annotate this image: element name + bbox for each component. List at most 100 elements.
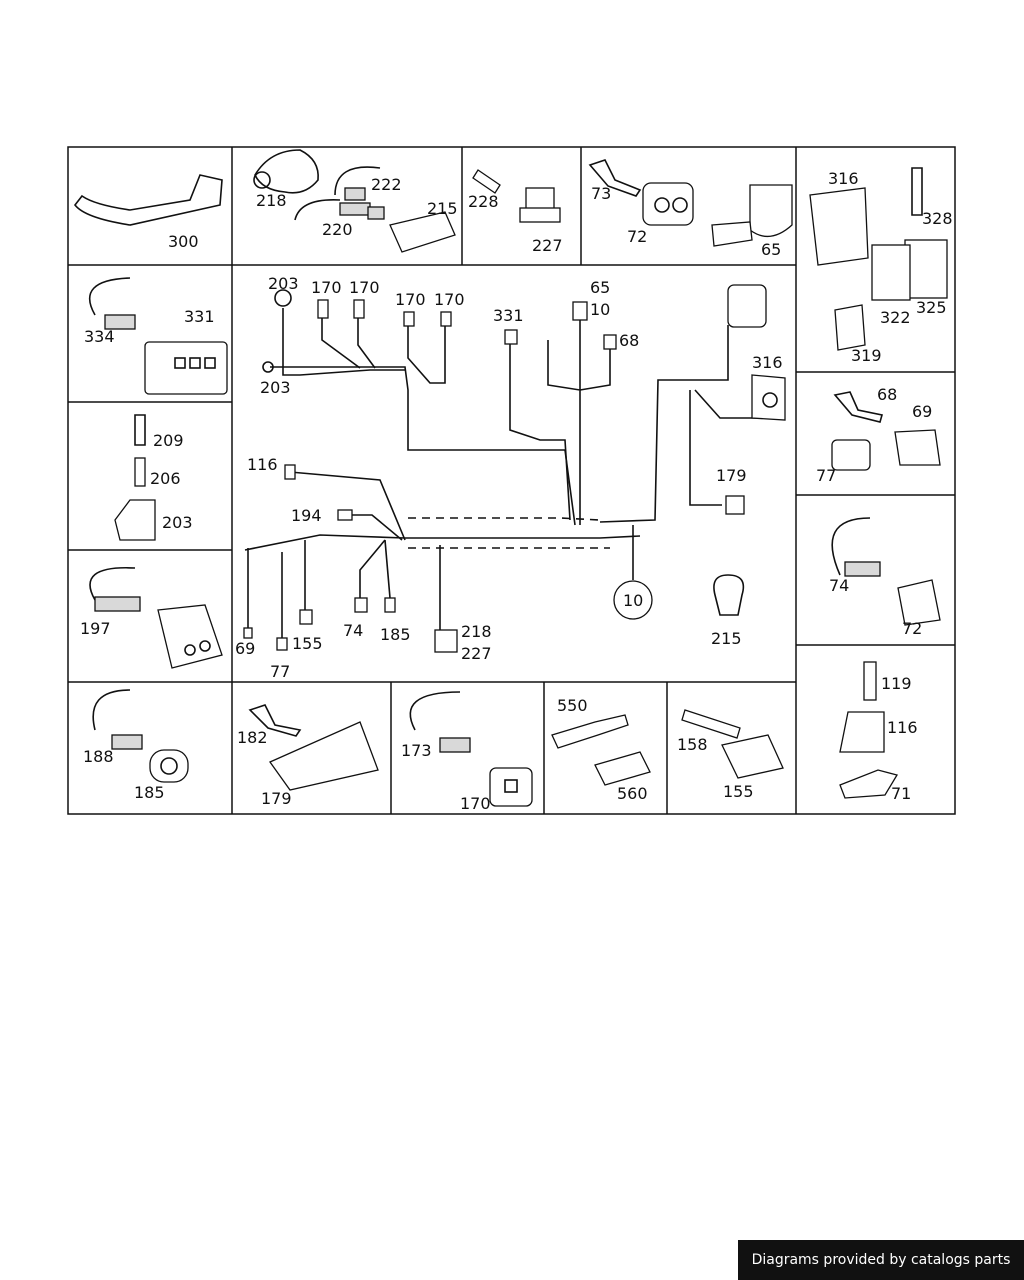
part-label: 227 (532, 236, 563, 255)
bracket-300-icon (73, 174, 223, 226)
pin-328-icon (911, 167, 923, 216)
part-label: 319 (851, 346, 882, 365)
part-label: 560 (617, 784, 648, 803)
part-label: 77 (816, 466, 836, 485)
part-label: 179 (716, 466, 747, 485)
footer-credit: Diagrams provided by catalogs parts (738, 1240, 1024, 1280)
part-label: 170 (434, 290, 465, 309)
part-label: 215 (711, 629, 742, 648)
part-label: 170 (349, 278, 380, 297)
part-label: 228 (468, 192, 499, 211)
terminal-71-icon (833, 391, 884, 423)
part-label: 316 (828, 169, 859, 188)
part-label: 170 (460, 794, 491, 813)
part-label: 185 (380, 625, 411, 644)
sensor-116-icon (839, 711, 885, 753)
part-label: 71 (891, 784, 911, 803)
connector-331-icon (144, 341, 228, 395)
part-label: 155 (723, 782, 754, 801)
part-label: 72 (902, 619, 922, 638)
part-label: 68 (877, 385, 897, 404)
connector-179-icon (269, 721, 379, 791)
pin-550-icon (551, 714, 629, 749)
connector-72-icon (642, 182, 694, 226)
part-label: 222 (371, 175, 402, 194)
part-label: 218 (256, 191, 287, 210)
connector-68-icon (894, 429, 941, 466)
part-label: 227 (461, 644, 492, 663)
part-label: 65 (761, 240, 781, 259)
part-label: 173 (401, 741, 432, 760)
part-label: 116 (247, 455, 278, 474)
part-label: 220 (322, 220, 353, 239)
part-label: 155 (292, 634, 323, 653)
connector-74-icon (897, 579, 941, 626)
pin-206-icon (134, 457, 146, 487)
connector-194-icon (157, 604, 223, 669)
part-label: 206 (150, 469, 181, 488)
part-label: 203 (268, 274, 299, 293)
plate-319-icon (834, 304, 866, 351)
part-label: 185 (134, 783, 165, 802)
part-label: 74 (343, 621, 363, 640)
connector-185-icon (149, 749, 189, 783)
part-label: 116 (887, 718, 918, 737)
block-322-icon (871, 244, 911, 301)
bracket-316-icon (809, 187, 869, 266)
part-label: 182 (237, 728, 268, 747)
part-label: 170 (311, 278, 342, 297)
terminal-73-icon (588, 159, 642, 197)
part-label: 328 (922, 209, 953, 228)
pin-228-icon (472, 169, 501, 194)
wire-334-icon (89, 277, 131, 316)
part-label: 203 (260, 378, 291, 397)
part-label: 203 (162, 513, 193, 532)
part-label: 215 (427, 199, 458, 218)
connector-170-icon (489, 767, 533, 807)
callout-circle (613, 580, 653, 620)
pin-119-icon (863, 661, 877, 701)
part-label: 77 (270, 662, 290, 681)
wire-197-icon (89, 566, 136, 601)
part-label: 331 (184, 307, 215, 326)
part-label: 158 (677, 735, 708, 754)
wire-173-icon (409, 691, 461, 731)
part-label: 65 (590, 278, 610, 297)
pin-158-icon (681, 709, 741, 739)
connector-155-icon (721, 734, 784, 779)
bracket-122-icon (839, 769, 899, 799)
terminal-182-icon (248, 704, 302, 737)
part-label: 550 (557, 696, 588, 715)
part-label: 72 (627, 227, 647, 246)
harness-lines (243, 284, 786, 653)
elbow-203-icon (114, 499, 156, 541)
part-label: 74 (829, 576, 849, 595)
sensor-65-icon (749, 184, 793, 237)
part-label: 119 (881, 674, 912, 693)
connector-215-icon (389, 211, 456, 253)
socket-560-icon (594, 751, 651, 786)
part-label: 325 (916, 298, 947, 317)
wire-77-icon (831, 517, 871, 576)
part-label: 300 (168, 232, 199, 251)
part-sketches (73, 149, 948, 807)
part-label: 68 (619, 331, 639, 350)
clip-640-icon (713, 574, 745, 616)
part-label: 69 (235, 639, 255, 658)
part-label: 188 (83, 747, 114, 766)
part-label: 73 (591, 184, 611, 203)
part-label: 194 (291, 506, 322, 525)
wire-220-icon (294, 199, 341, 221)
cell-grid (67, 146, 956, 815)
part-label: 218 (461, 622, 492, 641)
sleeve-218-icon (254, 149, 319, 194)
part-label: 197 (80, 619, 111, 638)
wire-188-icon (92, 689, 131, 731)
clip-209-icon (134, 414, 146, 446)
part-label: 316 (752, 353, 783, 372)
part-label: 179 (261, 789, 292, 808)
wire-222-icon (334, 166, 381, 196)
block-325-icon (904, 239, 948, 299)
part-labels: 300 218 222 215 220 228 227 73 72 65 316… (80, 169, 953, 813)
